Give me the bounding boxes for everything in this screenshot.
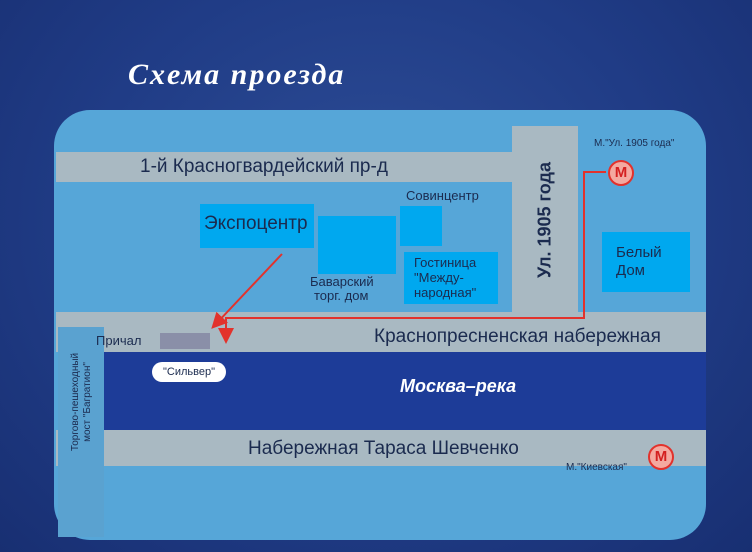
- page-title: Схема проезда: [128, 58, 346, 91]
- building-white-house: [602, 232, 690, 292]
- road-krasnogvardeysky: [56, 152, 522, 182]
- boat-silver-label: "Сильвер": [152, 362, 226, 382]
- label-expocentre: Экспоцентр: [204, 213, 308, 234]
- building-bavarian: [318, 216, 396, 274]
- label-hotel: Гостиница "Между- народная": [414, 255, 477, 300]
- metro-icon-1905: М: [608, 160, 634, 186]
- route-from-expocentre: [211, 253, 283, 329]
- label-bavarian: Баварский торг. дом: [310, 274, 374, 303]
- label-sovincentre: Совинцентр: [406, 188, 479, 203]
- street-label-bottom: Набережная Тараса Шевченко: [248, 438, 519, 459]
- bagration-bridge: [58, 327, 104, 537]
- berth-marker: [160, 333, 210, 349]
- label-metro-kievskaya: М."Киевская": [566, 462, 627, 473]
- label-white-house: Белый Дом: [616, 244, 662, 279]
- label-metro-1905: М."Ул. 1905 года": [594, 138, 675, 149]
- street-label-top: 1-й Красногвардейский пр-д: [140, 156, 388, 177]
- building-hotel: [404, 252, 498, 304]
- metro-icon-kievskaya: М: [648, 444, 674, 470]
- route-from-metro: [218, 171, 606, 344]
- building-sovincentre: [400, 206, 442, 246]
- road-shevchenko: [56, 430, 706, 466]
- street-label-embankment: Краснопресненская набережная: [374, 326, 661, 347]
- building-expocentre: [200, 204, 314, 248]
- river-label: Москва–река: [400, 376, 517, 396]
- road-1905-goda: [512, 126, 578, 312]
- label-berth: Причал: [96, 333, 142, 348]
